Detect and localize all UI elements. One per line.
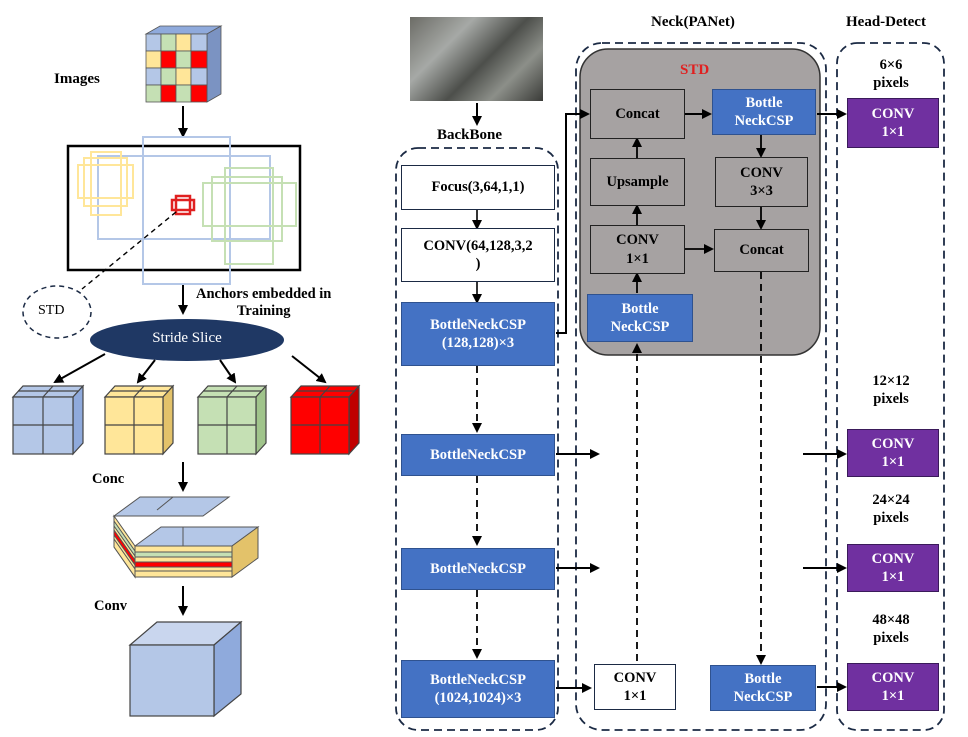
images-label: Images <box>54 71 100 87</box>
head-conv-2: CONV 1×1 <box>847 429 939 477</box>
concatenated-slices-icon <box>112 496 260 579</box>
backbone-csp-block-1: BottleNeckCSP (128,128)×3 <box>401 302 555 366</box>
stride-slice-ellipse <box>90 319 284 361</box>
backbone-container <box>395 147 559 731</box>
head-scale-label-1: 6×6 pixels <box>873 57 909 92</box>
std-anchor-icon <box>170 194 196 216</box>
neck-conv1x1-bottom: CONV 1×1 <box>594 664 676 710</box>
neck-container <box>575 42 827 731</box>
focus-block: Focus(3,64,1,1) <box>401 165 555 210</box>
conv-downsample-block: CONV(64,128,3,2 ) <box>401 228 555 282</box>
neck-conv3x3: CONV 3×3 <box>715 157 808 207</box>
head-conv-1: CONV 1×1 <box>847 98 939 148</box>
head-scale-label-4: 48×48 pixels <box>872 612 910 647</box>
neck-bottleneck-low: Bottle NeckCSP <box>587 294 693 342</box>
head-scale-label-3: 24×24 pixels <box>872 492 910 527</box>
head-container <box>836 42 945 731</box>
neck-concat-top: Concat <box>590 89 685 139</box>
head-title: Head-Detect <box>846 14 926 30</box>
neck-bottleneck-bottom: Bottle NeckCSP <box>710 665 816 711</box>
conv-label: Conv <box>94 598 128 614</box>
head-conv-4: CONV 1×1 <box>847 663 939 711</box>
std-circle-label: STD <box>38 303 65 318</box>
anchor-frame <box>66 136 302 285</box>
slice-cube-blue <box>11 384 85 456</box>
backbone-title: BackBone <box>437 127 503 143</box>
conv-output-cube <box>128 620 243 718</box>
head-conv-3: CONV 1×1 <box>847 544 939 592</box>
std-circle <box>22 285 92 339</box>
neck-upsample: Upsample <box>590 158 685 206</box>
head-scale-label-2: 12×12 pixels <box>872 373 910 408</box>
images-cube-icon <box>144 25 223 103</box>
neck-title: Neck(PANet) <box>651 14 735 30</box>
conc-label: Conc <box>92 471 125 487</box>
stride-slice-label: Stride Slice <box>152 330 222 346</box>
std-panel-label: STD <box>680 62 710 78</box>
slice-cube-red <box>289 384 361 456</box>
neck-bottleneck-top: Bottle NeckCSP <box>712 89 816 135</box>
slice-cube-yellow <box>103 384 175 456</box>
neck-conv1x1-mid: CONV 1×1 <box>590 225 685 274</box>
anchors-label: Anchors embedded in Training <box>196 286 332 319</box>
backbone-csp-block-4: BottleNeckCSP (1024,1024)×3 <box>401 660 555 718</box>
slice-cube-green <box>196 384 268 456</box>
backbone-csp-block-2: BottleNeckCSP <box>401 434 555 476</box>
input-photo-thumbnail <box>410 17 543 101</box>
neck-concat-mid: Concat <box>714 229 809 272</box>
backbone-csp-block-3: BottleNeckCSP <box>401 548 555 590</box>
